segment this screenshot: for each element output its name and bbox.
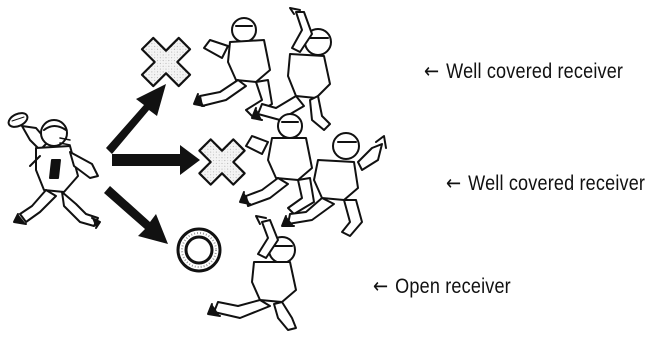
label-middle-text: Well covered receiver bbox=[468, 172, 646, 195]
receiver-middle-figures bbox=[239, 113, 387, 237]
label-bottom: ← Open receiver bbox=[373, 274, 511, 299]
label-bottom-text: Open receiver bbox=[395, 275, 511, 298]
receiver-bottom-figure bbox=[207, 215, 297, 331]
left-arrow-icon: ← bbox=[446, 171, 462, 195]
pass-arrow-bottom bbox=[104, 186, 168, 244]
label-middle: ← Well covered receiver bbox=[446, 171, 645, 196]
label-top: ← Well covered receiver bbox=[424, 59, 623, 84]
label-top-text: Well covered receiver bbox=[446, 60, 624, 83]
pass-arrow-top bbox=[106, 84, 166, 154]
left-arrow-icon: ← bbox=[373, 274, 389, 298]
left-arrow-icon: ← bbox=[424, 59, 440, 83]
x-marker-middle bbox=[198, 138, 246, 186]
pass-arrow-middle bbox=[112, 145, 200, 175]
o-marker-bottom bbox=[176, 227, 222, 273]
x-marker-top bbox=[140, 36, 192, 88]
receiver-top-figures bbox=[193, 7, 332, 131]
quarterback-figure bbox=[7, 112, 101, 229]
